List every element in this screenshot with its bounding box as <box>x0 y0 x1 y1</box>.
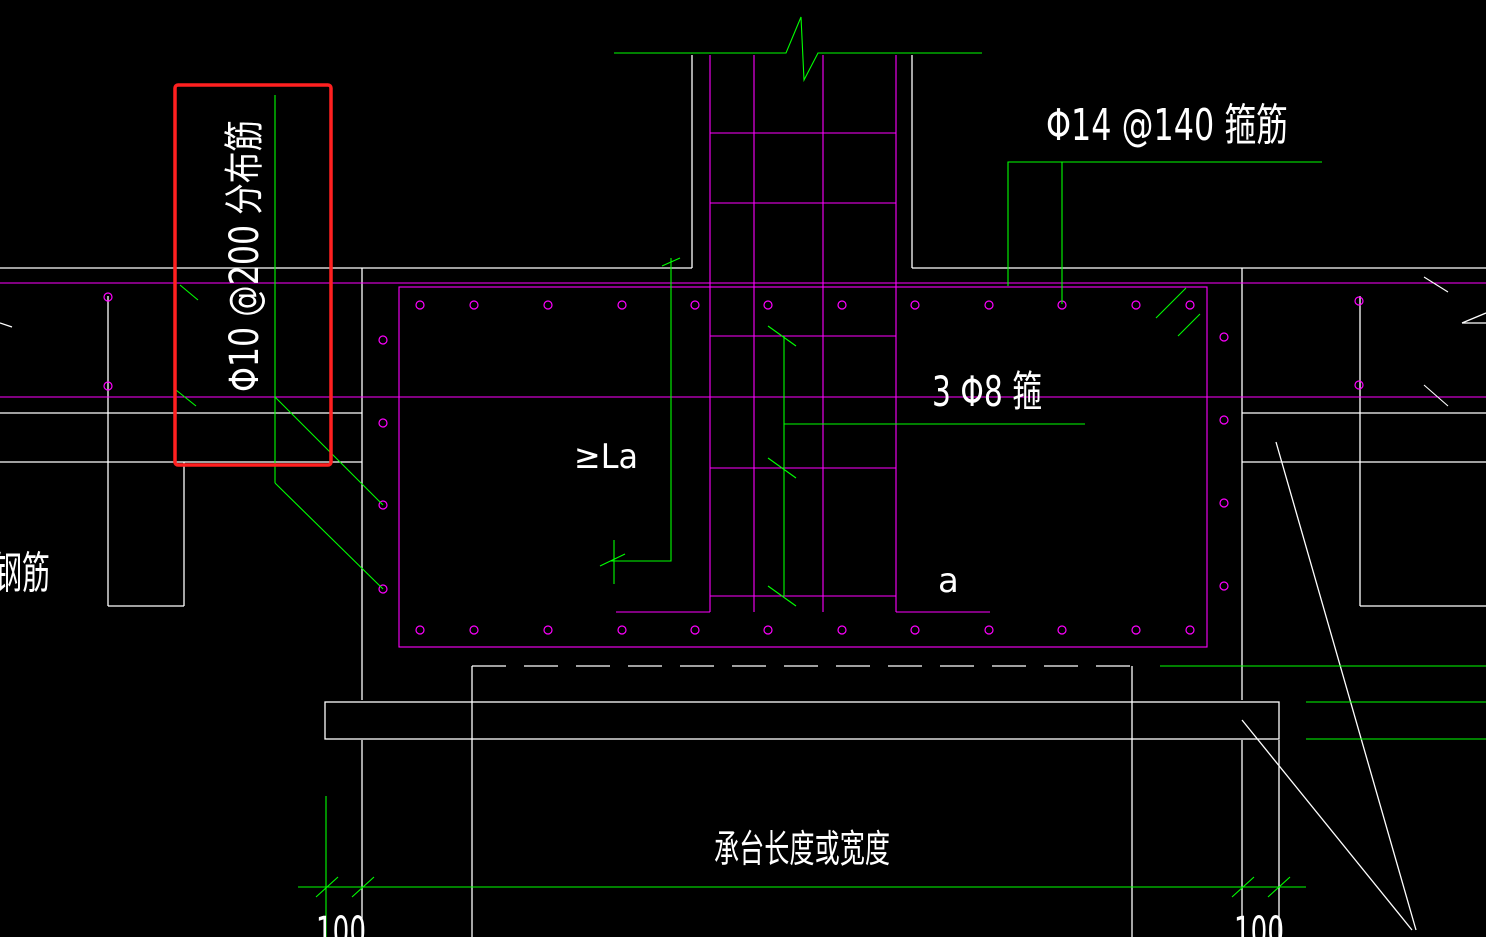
anchorage-label: ≥La <box>574 437 638 477</box>
rebar-dot <box>984 625 994 635</box>
rebar-dot <box>378 418 388 428</box>
cap-dimension-label: 承台长度或宽度 <box>714 827 890 871</box>
column-stirrup-label: 3 Φ8 箍 <box>932 367 1042 416</box>
rebar-dot <box>1219 415 1229 425</box>
rebar-dot <box>1185 625 1195 635</box>
rebar-dot <box>1219 581 1229 591</box>
rebar-dot <box>837 625 847 635</box>
rebar-dot <box>378 335 388 345</box>
rebar-dot <box>1057 625 1067 635</box>
rebar-dot <box>378 584 388 594</box>
rebar-dot <box>543 625 553 635</box>
rebar-dot <box>1219 498 1229 508</box>
left-rebar-label: 钢筋 <box>0 548 50 599</box>
stirrup-spec-label: Φ14 @140 箍筋 <box>1046 100 1288 151</box>
rebar-dot <box>1219 332 1229 342</box>
rebar-dots <box>103 292 1364 635</box>
dim-right-label: 100 <box>1234 909 1284 937</box>
rebar-dot <box>1185 300 1195 310</box>
rebar-dot <box>469 300 479 310</box>
rebar-dot <box>415 300 425 310</box>
highlight-box <box>173 83 333 467</box>
rebar-dot <box>910 300 920 310</box>
rebar-dot <box>103 292 113 302</box>
rebar-dot <box>617 625 627 635</box>
distribution-spec-label: Φ10 @200 分布筋 <box>222 120 268 392</box>
rebar-dot <box>837 300 847 310</box>
leader-lines <box>175 16 1486 937</box>
rebar-dot <box>415 625 425 635</box>
rebar-dot <box>103 381 113 391</box>
rebar-dot <box>378 500 388 510</box>
rebar-dot <box>763 300 773 310</box>
dim-left-label: 100 <box>316 909 366 937</box>
concrete-outlines <box>0 55 1486 937</box>
rebar-dot <box>1131 625 1141 635</box>
rebar-dot <box>690 625 700 635</box>
rebar-dot <box>1131 300 1141 310</box>
rebar-dot <box>469 625 479 635</box>
rebar-dot <box>910 625 920 635</box>
rebar-dot <box>690 300 700 310</box>
rebar-dot <box>617 300 627 310</box>
rebar-dot <box>543 300 553 310</box>
cover-a-label: a <box>938 561 959 601</box>
rebar-dot <box>984 300 994 310</box>
outline-ticks <box>1423 276 1449 407</box>
rebar-dot <box>1354 380 1364 390</box>
rebar-dot <box>763 625 773 635</box>
rebar-dot <box>1354 296 1364 306</box>
rebar-cage <box>0 55 1486 648</box>
